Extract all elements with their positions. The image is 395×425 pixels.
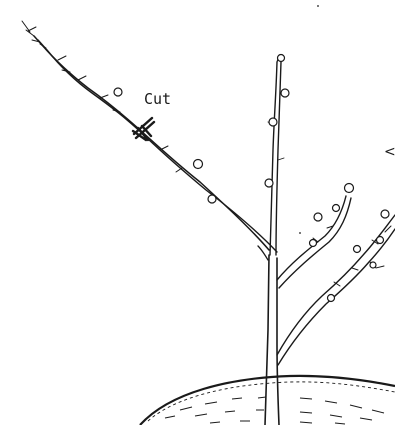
cut-label: Cut bbox=[144, 90, 171, 108]
cut-mark bbox=[133, 118, 154, 140]
bud bbox=[281, 89, 289, 97]
bud bbox=[377, 237, 384, 244]
bud bbox=[194, 160, 203, 169]
bud bbox=[269, 118, 277, 126]
bud bbox=[333, 205, 340, 212]
left-limb bbox=[22, 21, 277, 252]
tree-trunk bbox=[258, 246, 279, 425]
bud bbox=[345, 184, 354, 193]
bud bbox=[381, 210, 389, 218]
bud bbox=[278, 55, 285, 62]
bud bbox=[314, 213, 322, 221]
bud bbox=[328, 295, 335, 302]
bud bbox=[114, 88, 122, 96]
bud bbox=[310, 240, 317, 247]
bud bbox=[370, 262, 376, 268]
central-leader bbox=[266, 56, 284, 255]
soil-mound bbox=[140, 376, 395, 425]
bud bbox=[208, 195, 216, 203]
stray-specks bbox=[299, 5, 319, 234]
edge-arrow-mark: < bbox=[384, 144, 395, 160]
bud bbox=[354, 246, 361, 253]
bud bbox=[265, 179, 273, 187]
